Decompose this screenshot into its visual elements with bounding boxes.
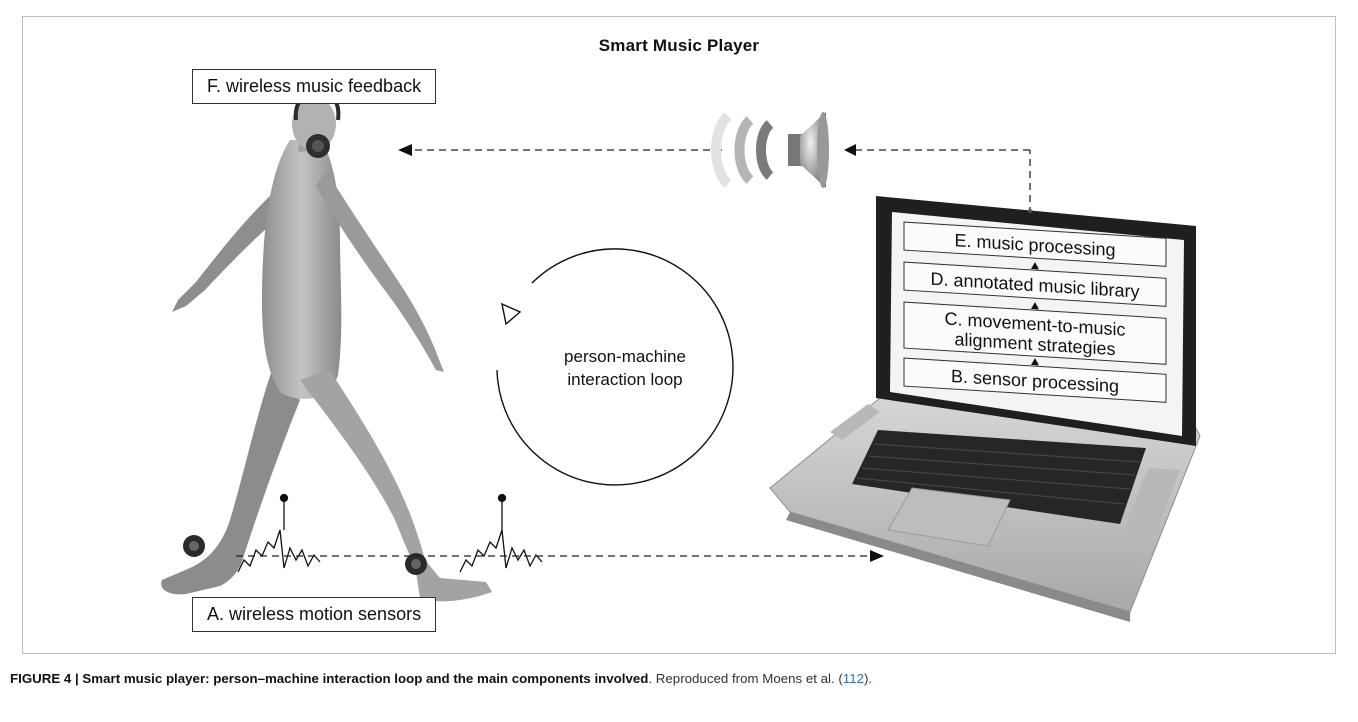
speaker-icon	[711, 112, 829, 188]
loop-label: person-machine interaction loop	[540, 345, 710, 391]
caption-text: . Reproduced from Moens et al. (	[648, 671, 843, 686]
laptop-screen-stack: E. music processing D. annotated music l…	[903, 221, 1167, 403]
caption-reference-link[interactable]: 112	[842, 671, 864, 686]
loop-label-line2: interaction loop	[567, 370, 683, 389]
ankle-sensor-icon	[183, 535, 205, 557]
walking-person-figure	[161, 97, 492, 602]
caption-text-end: ).	[864, 671, 873, 686]
arrow-icon	[1031, 358, 1039, 366]
arrow-icon	[1031, 262, 1039, 270]
arrow-icon	[870, 550, 884, 562]
audio-feedback-arrow	[398, 144, 1031, 214]
figure-caption: FIGURE 4 | Smart music player: person–ma…	[10, 671, 1348, 686]
feedback-label-box: F. wireless music feedback	[192, 69, 437, 104]
loop-arrowhead	[501, 302, 522, 326]
figure-title: Smart Music Player	[598, 36, 760, 55]
arrow-icon	[844, 144, 856, 156]
sensor-signal-trace-left	[237, 493, 321, 573]
sensor-data-arrow	[236, 550, 884, 562]
screen-box-alignment-strategies: C. movement-to-music alignment strategie…	[903, 301, 1167, 365]
sensor-signal-trace-right	[459, 493, 543, 573]
caption-label: FIGURE 4 | Smart music player: person–ma…	[10, 671, 649, 686]
screen-box-music-processing: E. music processing	[903, 221, 1167, 267]
ankle-sensor-icon	[405, 553, 427, 575]
arrow-icon	[398, 144, 412, 156]
interaction-loop-circle	[496, 248, 734, 486]
arrow-icon	[1031, 302, 1039, 310]
loop-label-line1: person-machine	[564, 347, 686, 366]
sensor-label-box: A. wireless motion sensors	[192, 597, 437, 632]
screen-box-sensor-processing: B. sensor processing	[903, 357, 1167, 403]
